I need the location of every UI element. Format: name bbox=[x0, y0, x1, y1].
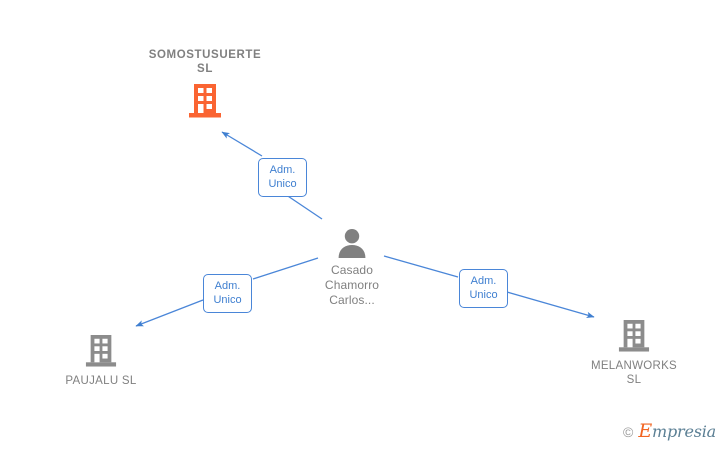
company-building-icon bbox=[85, 335, 117, 367]
node-casado-chamorro[interactable]: Casado Chamorro Carlos... bbox=[272, 228, 432, 308]
copyright-icon: © bbox=[623, 423, 634, 440]
empresia-watermark: © Empresia bbox=[623, 420, 716, 442]
company-building-icon bbox=[618, 320, 650, 352]
edge-label-adm-unico-paujalu[interactable]: Adm. Unico bbox=[203, 274, 252, 313]
node-melanworks[interactable]: MELANWORKS SL bbox=[554, 318, 714, 387]
node-label-somostusuerte: SOMOSTUSUERTE SL bbox=[148, 49, 262, 75]
brand-name: Empresia bbox=[638, 420, 716, 442]
person-icon bbox=[338, 229, 366, 258]
node-label-paujalu: PAUJALU SL bbox=[65, 375, 137, 387]
edge-label-adm-unico-melanworks[interactable]: Adm. Unico bbox=[459, 269, 508, 308]
company-building-icon bbox=[189, 84, 221, 118]
brand-rest: mpresia bbox=[652, 422, 716, 441]
brand-initial: E bbox=[638, 420, 652, 442]
node-label-melanworks: MELANWORKS SL bbox=[590, 360, 678, 386]
edge-label-adm-unico-somostusuerte[interactable]: Adm. Unico bbox=[258, 158, 307, 197]
node-somostusuerte[interactable]: SOMOSTUSUERTE SL bbox=[125, 48, 285, 120]
node-label-casado-chamorro: Casado Chamorro Carlos... bbox=[324, 263, 380, 307]
node-paujalu[interactable]: PAUJALU SL bbox=[21, 333, 181, 388]
